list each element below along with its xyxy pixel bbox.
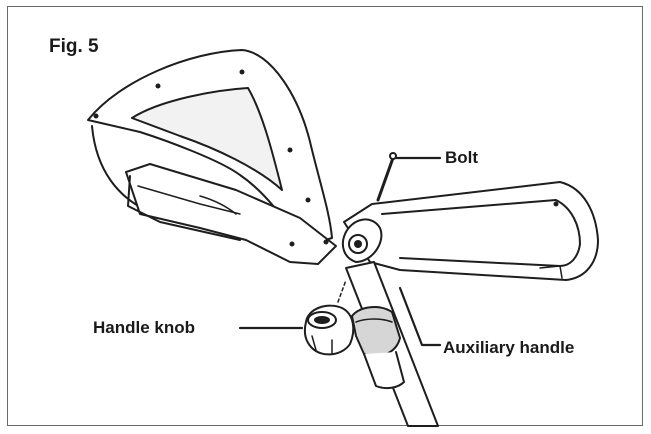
shaft	[345, 261, 439, 427]
auxiliary-handle-label: Auxiliary handle	[443, 338, 575, 357]
figure-label: Fig. 5	[49, 36, 99, 57]
motor-housing	[125, 163, 337, 265]
bolt	[376, 152, 397, 202]
main-handle	[87, 49, 333, 251]
auxiliary-handle	[341, 181, 599, 281]
bolt-label: Bolt	[445, 148, 479, 167]
aux-leader-line	[398, 286, 442, 347]
handle-knob-label: Handle knob	[93, 318, 196, 337]
handle-knob	[303, 279, 355, 356]
leader-lines	[238, 156, 442, 347]
